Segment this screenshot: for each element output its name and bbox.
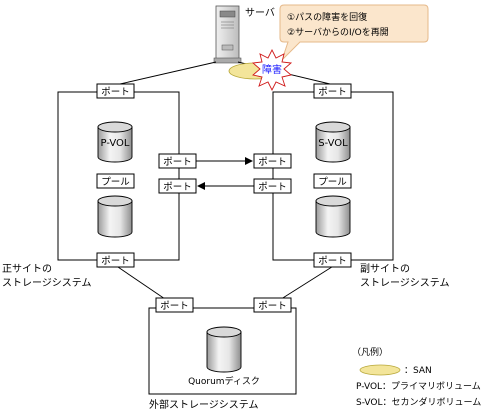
port-label: ポート <box>258 301 287 312</box>
primary-site-label-line2: ストレージシステム <box>2 277 92 289</box>
primary-pool: プール <box>96 173 135 189</box>
secondary-site-label-line1: 副サイトの <box>360 263 410 275</box>
fault-marker: 障害 <box>228 48 293 92</box>
server-label: サーバ <box>245 7 275 19</box>
callout-line-2: ②サーバからのI/Oを再開 <box>287 27 389 38</box>
san-line-secondary-quorum <box>277 264 336 302</box>
server: サーバ <box>213 5 275 64</box>
external-storage-label: 外部ストレージシステム <box>149 398 259 411</box>
port-label: ポート <box>318 256 347 267</box>
callout: ①パスの障害を回復 ②サーバからのI/Oを再開 <box>279 4 429 61</box>
callout-bubble <box>279 4 429 61</box>
port-label: ポート <box>163 182 192 193</box>
legend-title: （凡例） <box>352 346 388 358</box>
primary-copy-port-in: ポート <box>158 178 197 194</box>
secondary-pool-disk <box>315 195 351 238</box>
san-line-primary-quorum <box>114 264 169 302</box>
legend-san-swatch <box>359 364 401 376</box>
port-label: ポート <box>101 87 130 98</box>
secondary-copy-port-out: ポート <box>253 178 292 194</box>
primary-top-port: ポート <box>96 83 135 99</box>
secondary-storage-system: ポート S-VOL プール ポート ポート ポート 副サイトの ストレ <box>253 83 450 289</box>
svol-disk: S-VOL <box>315 121 351 163</box>
secondary-top-port: ポート <box>313 83 352 99</box>
svol-label: S-VOL <box>318 138 348 149</box>
server-icon <box>213 5 242 64</box>
secondary-site-label-line2: ストレージシステム <box>360 277 450 289</box>
external-storage-system: ポート ポート Quorumディスク 外部ストレージシステム <box>148 297 297 411</box>
external-left-port: ポート <box>155 297 194 313</box>
san-links <box>114 61 336 302</box>
primary-storage-system: ポート P-VOL プール ポート ポート ポート 正サイトの ストレ <box>2 83 197 289</box>
san-line-server-primary <box>119 61 217 85</box>
primary-bottom-port: ポート <box>96 252 135 268</box>
secondary-copy-port-in: ポート <box>253 153 292 169</box>
pvol-disk: P-VOL <box>97 121 133 163</box>
port-label: ポート <box>258 157 287 168</box>
legend: （凡例） ：SAN P-VOL：プライマリボリューム S-VOL：セカンダリボリ… <box>352 346 481 408</box>
fault-label: 障害 <box>262 63 282 76</box>
port-label: ポート <box>101 256 130 267</box>
primary-site-label-line1: 正サイトの <box>2 263 52 275</box>
legend-san: ：SAN <box>404 366 432 376</box>
pool-label: プール <box>101 177 130 188</box>
legend-svol: S-VOL：セカンダリボリューム <box>356 396 481 408</box>
callout-line-1: ①パスの障害を回復 <box>287 11 367 23</box>
primary-copy-port-out: ポート <box>158 153 197 169</box>
secondary-bottom-port: ポート <box>313 252 352 268</box>
pool-label: プール <box>318 177 347 188</box>
port-label: ポート <box>258 182 287 193</box>
copy-arrows <box>196 157 254 190</box>
pvol-label: P-VOL <box>101 138 130 149</box>
external-right-port: ポート <box>253 297 292 313</box>
port-label: ポート <box>163 157 192 168</box>
legend-pvol: P-VOL：プライマリボリューム <box>356 381 481 392</box>
primary-pool-disk <box>97 195 133 238</box>
fault-burst <box>251 48 293 92</box>
external-storage-frame <box>148 307 297 395</box>
port-label: ポート <box>160 301 189 312</box>
secondary-pool: プール <box>313 173 352 189</box>
port-label: ポート <box>318 87 347 98</box>
quorum-disk-label: Quorumディスク <box>188 375 260 387</box>
quorum-disk <box>206 326 242 373</box>
